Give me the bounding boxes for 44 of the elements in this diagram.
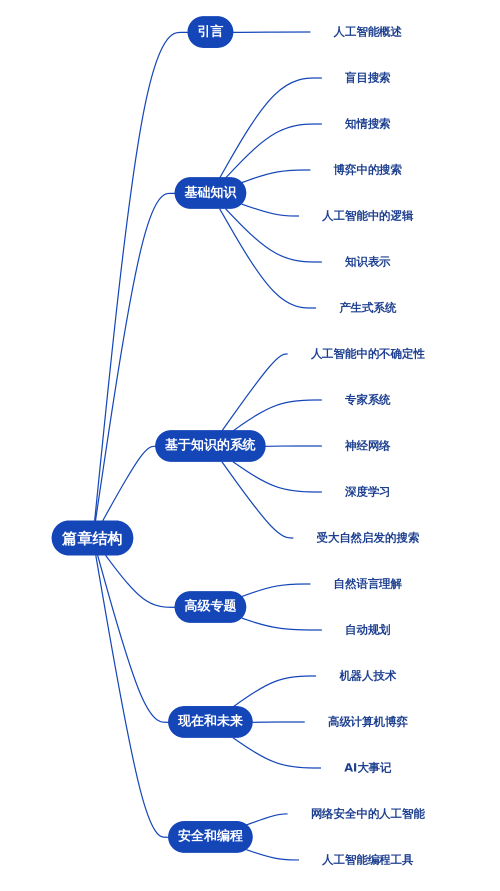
node-text: 受大自然启发的搜索 (316, 530, 420, 544)
connector (105, 554, 176, 608)
node-text: 高级计算机博弈 (328, 714, 408, 728)
connector (95, 554, 170, 838)
node-text: 产生式系统 (339, 300, 396, 314)
connector (266, 444, 322, 446)
connector (97, 554, 170, 722)
node-text: 知识表示 (345, 254, 391, 268)
node-text: 人工智能中的不确定性 (310, 346, 425, 360)
connector (232, 674, 317, 707)
connector (94, 192, 176, 521)
connector (232, 398, 322, 431)
node-text: 自动规划 (345, 622, 391, 636)
node-text: 深度学习 (345, 484, 391, 498)
connector (225, 208, 322, 262)
node-text: 自然语言理解 (334, 576, 402, 590)
node-text: 人工智能编程工具 (322, 852, 414, 866)
connector (246, 812, 288, 826)
connector (242, 582, 311, 597)
connector (219, 76, 322, 178)
node-text: 盲目搜索 (345, 70, 391, 84)
node-text: 机器人技术 (339, 668, 396, 682)
connector (102, 445, 156, 522)
node-text: 博弈中的搜索 (334, 162, 402, 176)
connector (242, 617, 322, 630)
node-text: 人工智能概述 (334, 24, 402, 38)
connector (232, 460, 322, 492)
connector (252, 720, 306, 722)
connector (246, 848, 300, 860)
node-text: 专家系统 (345, 392, 391, 406)
connector (242, 203, 300, 216)
connector (233, 30, 311, 33)
node-text: 网络安全中的人工智能 (310, 806, 425, 820)
connector (225, 122, 322, 178)
node-text: 神经网络 (345, 438, 391, 452)
connector (232, 736, 322, 768)
connector (219, 208, 317, 308)
connector (222, 352, 288, 431)
connector (242, 168, 311, 183)
node-text: 知情搜索 (345, 116, 391, 130)
connector (222, 460, 294, 538)
node-text: 人工智能中的逻辑 (322, 208, 414, 222)
node-text: AI大事记 (344, 760, 392, 774)
connector (94, 31, 188, 521)
